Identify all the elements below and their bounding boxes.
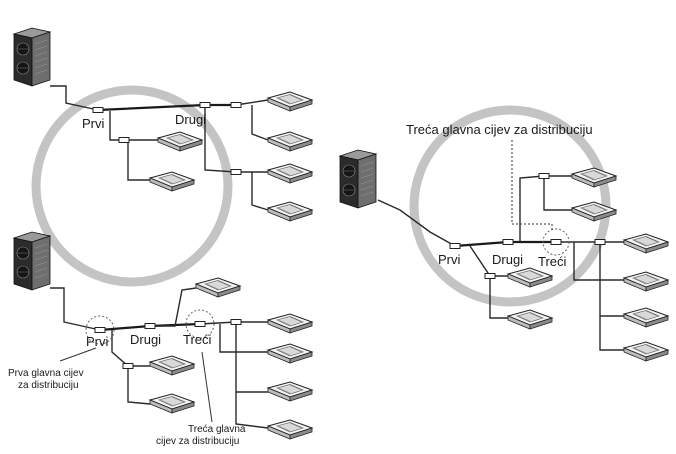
cassette-indoor-unit-icon [268,132,312,151]
cassette-indoor-unit-icon [268,382,312,401]
branch-joint-icon [195,322,205,327]
branch-joint-icon [595,240,605,245]
cassette-indoor-unit-icon [150,172,194,191]
cassette-indoor-unit-icon [268,344,312,363]
callout-third-main-pipe-line1: Treća glavna [188,424,246,435]
cassette-indoor-unit-icon [196,278,240,297]
cassette-indoor-unit-icon [508,268,552,287]
callout-third-main-pipe: Treća glavna cijev za distribuciju [406,122,593,137]
branch-joint-icon [503,240,513,245]
branch-label-first: Prvi [82,116,105,131]
callout-first-main-pipe-line1: Prva glavna cijev [8,368,84,379]
branch-joint-icon [145,324,155,329]
callout-leader [202,352,212,422]
cassette-indoor-unit-icon [268,202,312,221]
callout-leader [512,140,552,232]
outdoor-unit-icon [340,150,376,208]
cassette-indoor-unit-icon [624,308,668,327]
outdoor-unit-icon [14,28,50,86]
cassette-indoor-unit-icon [150,356,194,375]
branch-joint-icon [485,274,495,279]
branch-joint-icon [450,244,460,249]
cassette-indoor-unit-icon [572,168,616,187]
cassette-indoor-unit-icon [624,272,668,291]
branch-joint-icon [200,103,210,108]
cassette-indoor-unit-icon [624,342,668,361]
branch-joint-icon [93,108,103,113]
diagram-3: Treća glavna cijev za distribuciju Prvi … [340,110,668,361]
cassette-indoor-unit-icon [508,310,552,329]
cassette-indoor-unit-icon [268,164,312,183]
branch-label-first: Prvi [86,334,109,349]
cassette-indoor-unit-icon [158,132,202,151]
callout-leader [60,348,96,361]
branch-label-second: Drugi [175,112,206,127]
branch-label-third: Treći [538,254,567,269]
branch-joint-icon [231,170,241,175]
branch-joint-icon [123,364,133,369]
branch-joint-icon [231,320,241,325]
cassette-indoor-unit-icon [268,420,312,439]
cassette-indoor-unit-icon [624,234,668,253]
branch-joint-icon [551,240,561,245]
callout-first-main-pipe-line2: za distribuciju [18,380,79,391]
diagram-1: Prvi Drugi [14,28,312,282]
cassette-indoor-unit-icon [268,92,312,111]
diagram-2: Prvi Drugi Treći Prva glavna cijev za di… [8,232,312,447]
branch-joint-icon [95,328,105,333]
branch-joint-icon [119,138,129,143]
branch-label-second: Drugi [492,252,523,267]
branch-joint-icon [231,103,241,108]
callout-third-main-pipe-line2: cijev za distribuciju [156,436,239,447]
outdoor-unit-icon [14,232,50,290]
branch-label-second: Drugi [130,332,161,347]
cassette-indoor-unit-icon [268,314,312,333]
branch-label-third: Treći [183,332,212,347]
branch-joint-icon [539,174,549,179]
branch-label-first: Prvi [438,252,461,267]
cassette-indoor-unit-icon [150,394,194,413]
